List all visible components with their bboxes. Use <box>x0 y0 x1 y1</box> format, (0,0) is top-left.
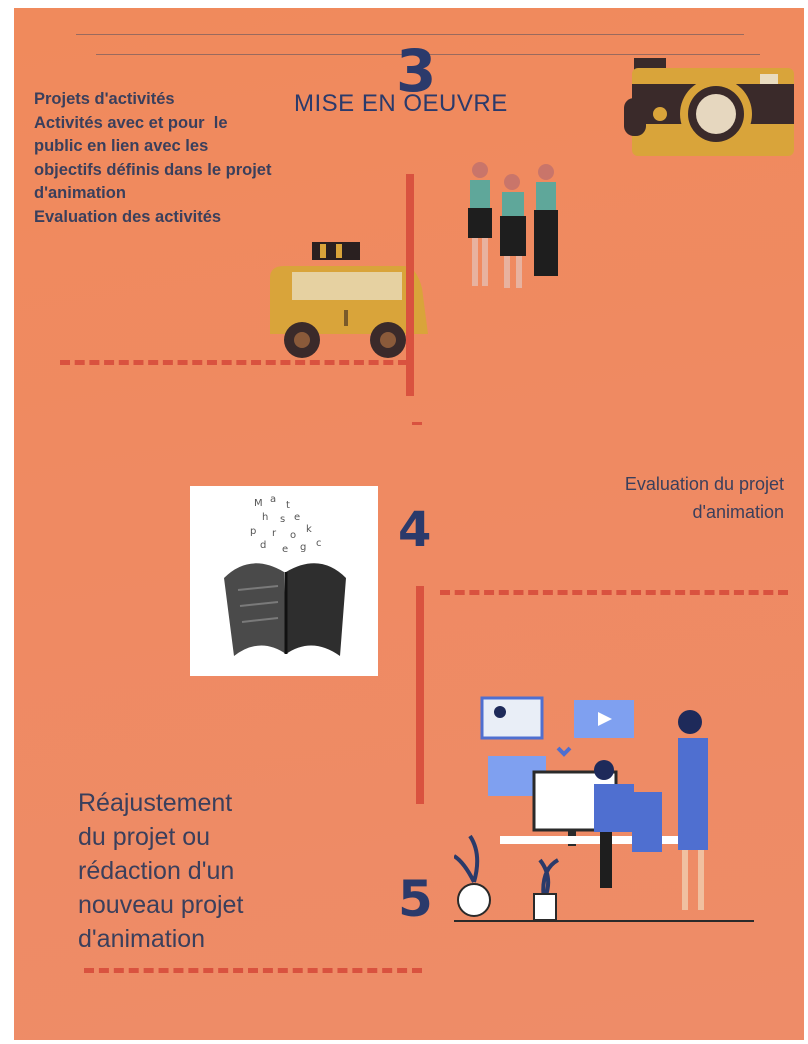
step-3-line: Activités avec et pour le <box>34 113 228 132</box>
step-4-description: Evaluation du projet d'animation <box>484 470 784 526</box>
step-4-vertical-line <box>416 586 424 804</box>
step-5-line: nouveau projet <box>78 891 244 919</box>
step-5-line: rédaction d'un <box>78 857 235 885</box>
svg-text:p: p <box>250 526 256 537</box>
step-4-line: Evaluation du projet <box>624 474 784 494</box>
step-5-line: du projet ou <box>78 823 211 851</box>
step-3-line: Projets d'activités <box>34 90 175 108</box>
step-3-line: objectifs définis dans le projet <box>34 160 272 179</box>
svg-text:M: M <box>254 498 263 509</box>
three-women-illustration <box>468 162 558 288</box>
step-3-dashed-line <box>60 360 408 365</box>
computer-work-illustration <box>454 696 754 922</box>
step-3-vertical-line <box>406 174 414 396</box>
step-4-dashed-line <box>440 590 788 595</box>
step-3-line: Evaluation des activités <box>34 207 222 226</box>
svg-text:s: s <box>280 514 285 525</box>
step-5-description: Réajustement du projet ou rédaction d'un… <box>78 786 318 956</box>
svg-text:k: k <box>306 524 312 535</box>
svg-text:r: r <box>272 528 277 539</box>
svg-text:g: g <box>300 542 306 553</box>
top-rule-2 <box>96 54 760 55</box>
step-4-number: 4 <box>398 502 432 558</box>
van-icon <box>270 242 428 358</box>
svg-text:d: d <box>260 540 266 551</box>
svg-text:o: o <box>290 530 296 541</box>
svg-text:h: h <box>262 512 268 523</box>
top-rule-1 <box>76 34 744 35</box>
step-3-number: 3 <box>396 37 437 105</box>
infographic-poster: 3 MISE EN OEUVRE Projets d'activités Act… <box>14 8 804 1040</box>
step-5-number: 5 <box>398 870 433 928</box>
svg-text:e: e <box>294 512 300 523</box>
step-3-description: Projets d'activités Activités avec et po… <box>34 88 354 229</box>
svg-text:e: e <box>282 544 288 555</box>
step-3-line: public en lien avec les <box>34 137 209 155</box>
small-dash <box>412 422 422 425</box>
svg-text:t: t <box>286 500 290 511</box>
step-5-line: Réajustement <box>78 789 233 817</box>
camera-icon <box>624 58 794 156</box>
svg-text:c: c <box>316 538 322 549</box>
step-5-line: d'animation <box>78 925 206 953</box>
step-3-title: MISE EN OEUVRE <box>294 90 508 117</box>
step-3-line: d'animation <box>34 184 126 202</box>
svg-text:a: a <box>270 494 276 505</box>
step-4-line: d'animation <box>692 502 785 522</box>
step-5-dashed-line <box>84 968 422 973</box>
